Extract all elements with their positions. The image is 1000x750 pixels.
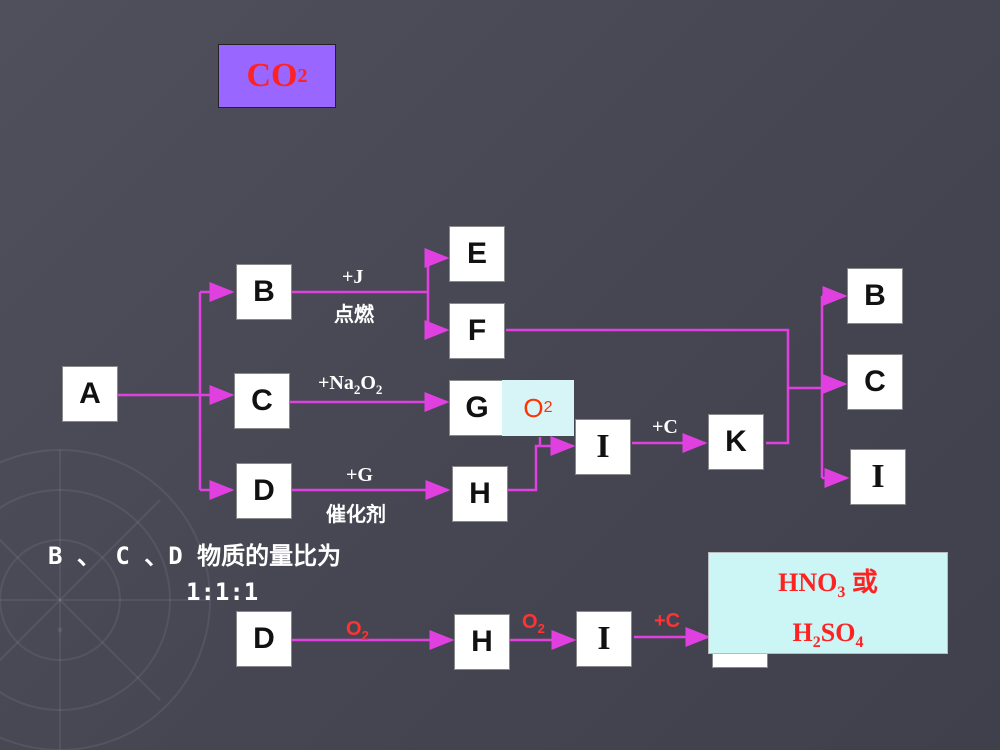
arrow-h-to-i	[508, 436, 576, 492]
node-g: G	[449, 380, 505, 436]
o2-box-main: O	[523, 392, 544, 423]
node-i-product-label: I	[871, 458, 885, 495]
node-i: I	[575, 419, 631, 475]
o2-box-sub: 2	[543, 399, 553, 416]
node-d-chain: D	[236, 611, 292, 667]
node-i-product: I	[850, 449, 906, 505]
node-h-chain: H	[454, 614, 510, 670]
ratio-note-line2: 1:1:1	[186, 578, 259, 606]
or-text: 或	[845, 568, 878, 597]
node-g-label: G	[465, 391, 489, 424]
node-d: D	[236, 463, 292, 519]
node-c-product-label: C	[864, 365, 886, 398]
node-a: A	[62, 366, 118, 422]
node-i-chain-label: I	[597, 620, 611, 657]
node-c-product: C	[847, 354, 903, 410]
h2so4-so-sub: 4	[855, 634, 864, 652]
hno3-main: HNO	[778, 568, 838, 597]
ratio-note: B 、 C 、D 物质的量比为 1:1:1	[48, 538, 341, 610]
node-b-product: B	[847, 268, 903, 324]
acid-line2: H2SO4	[709, 613, 947, 663]
node-f: F	[449, 303, 505, 359]
label-catalyst-text: 催化剂	[326, 502, 386, 526]
na2o2-sub1: 2	[353, 382, 361, 397]
node-i-label: I	[596, 428, 610, 465]
node-e: E	[449, 226, 505, 282]
node-i-chain: I	[576, 611, 632, 667]
node-k: K	[708, 414, 764, 470]
node-h-label: H	[469, 477, 491, 510]
node-f-label: F	[467, 314, 487, 347]
label-catalyst: 催化剂	[326, 498, 386, 527]
label-plus-g: +G	[346, 464, 373, 486]
acid-product-box: HNO3 或 H2SO4	[708, 552, 948, 654]
node-k-label: K	[725, 425, 747, 458]
node-a-label: A	[79, 377, 101, 410]
node-b: B	[236, 264, 292, 320]
label-o2-first: O2	[346, 618, 369, 643]
node-b-label: B	[253, 275, 275, 308]
acid-line1: HNO3 或	[709, 563, 947, 613]
node-b-product-label: B	[864, 279, 886, 312]
node-h: H	[452, 466, 508, 522]
hno3-sub: 3	[837, 584, 846, 602]
na2o2-main: +Na	[318, 372, 354, 394]
o2-first-sub: 2	[361, 628, 369, 643]
o2-first-main: O	[346, 618, 362, 640]
node-d-chain-label: D	[253, 622, 275, 655]
node-c: C	[234, 373, 290, 429]
arrow-k-to-junction	[766, 388, 790, 445]
ratio-note-line1: B 、 C 、D 物质的量比为	[48, 542, 342, 570]
label-ignite-text: 点燃	[334, 302, 374, 326]
h2so4-h-sub: 2	[812, 634, 821, 652]
na2o2-sub2: 2	[375, 382, 383, 397]
label-o2-second: O2	[522, 611, 545, 636]
o2-second-main: O	[522, 611, 538, 633]
node-h-chain-label: H	[471, 625, 493, 658]
na2o2-mid: O	[360, 372, 376, 394]
label-plus-c: +C	[652, 416, 678, 438]
arrow-f-to-junction	[506, 328, 790, 388]
co2-main: CO	[246, 57, 298, 94]
label-plus-c-red: +C	[654, 610, 681, 632]
node-e-label: E	[466, 237, 487, 270]
o2-second-sub: 2	[537, 621, 545, 636]
label-ignite: 点燃	[334, 298, 374, 327]
node-d-label: D	[253, 474, 275, 507]
node-c-label: C	[251, 384, 273, 417]
label-plus-na2o2: +Na2O2	[318, 372, 382, 398]
h2so4-h: H	[792, 618, 813, 648]
label-plus-j: +J	[342, 266, 364, 288]
co2-sub: 2	[297, 64, 308, 87]
h2so4-so: SO	[820, 618, 856, 648]
